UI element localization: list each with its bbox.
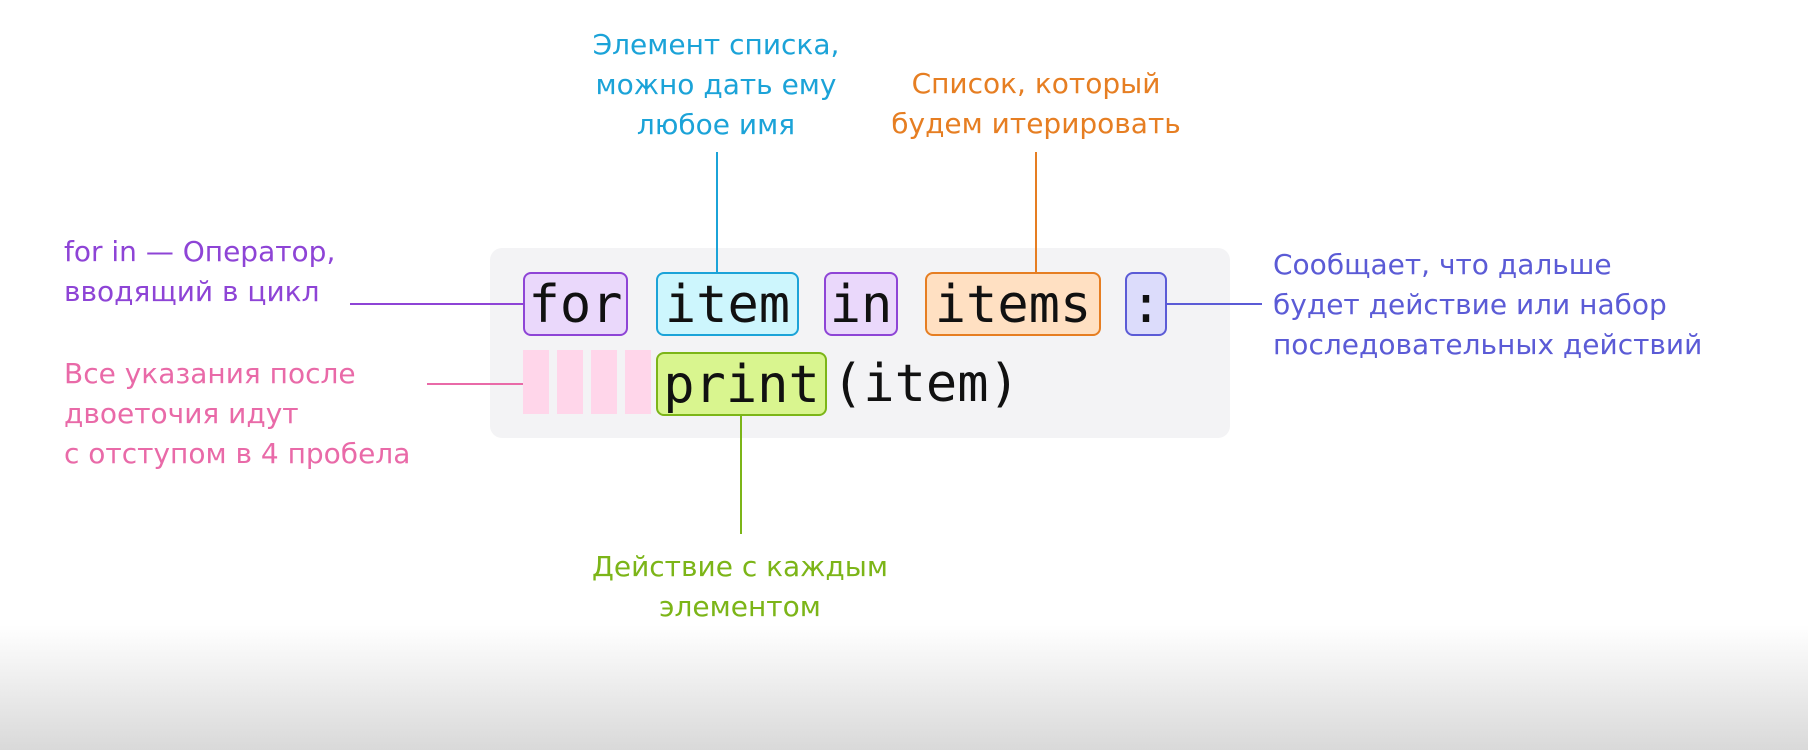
indent-space-2 [557, 350, 583, 414]
annotation-items: Список, который будем итерировать [891, 67, 1181, 140]
token-print-args: (item) [832, 354, 1020, 414]
annotation-indent: Все указания после двоеточия идут с отст… [64, 357, 411, 470]
annotation-colon: Сообщает, что дальше будет действие или … [1273, 248, 1703, 361]
indent-space-4 [625, 350, 651, 414]
token-for: for [523, 272, 628, 336]
token-item: item [656, 272, 799, 336]
token-colon: : [1125, 272, 1167, 336]
token-print: print [656, 352, 827, 416]
token-in: in [824, 272, 898, 336]
indent-space-1 [523, 350, 549, 414]
indent-space-3 [591, 350, 617, 414]
annotation-for-in: for in — Оператор, вводящий в цикл [64, 235, 336, 308]
annotation-item: Элемент списка, можно дать ему любое имя [592, 28, 840, 141]
token-items: items [925, 272, 1101, 336]
annotation-print: Действие с каждым элементом [591, 550, 888, 623]
